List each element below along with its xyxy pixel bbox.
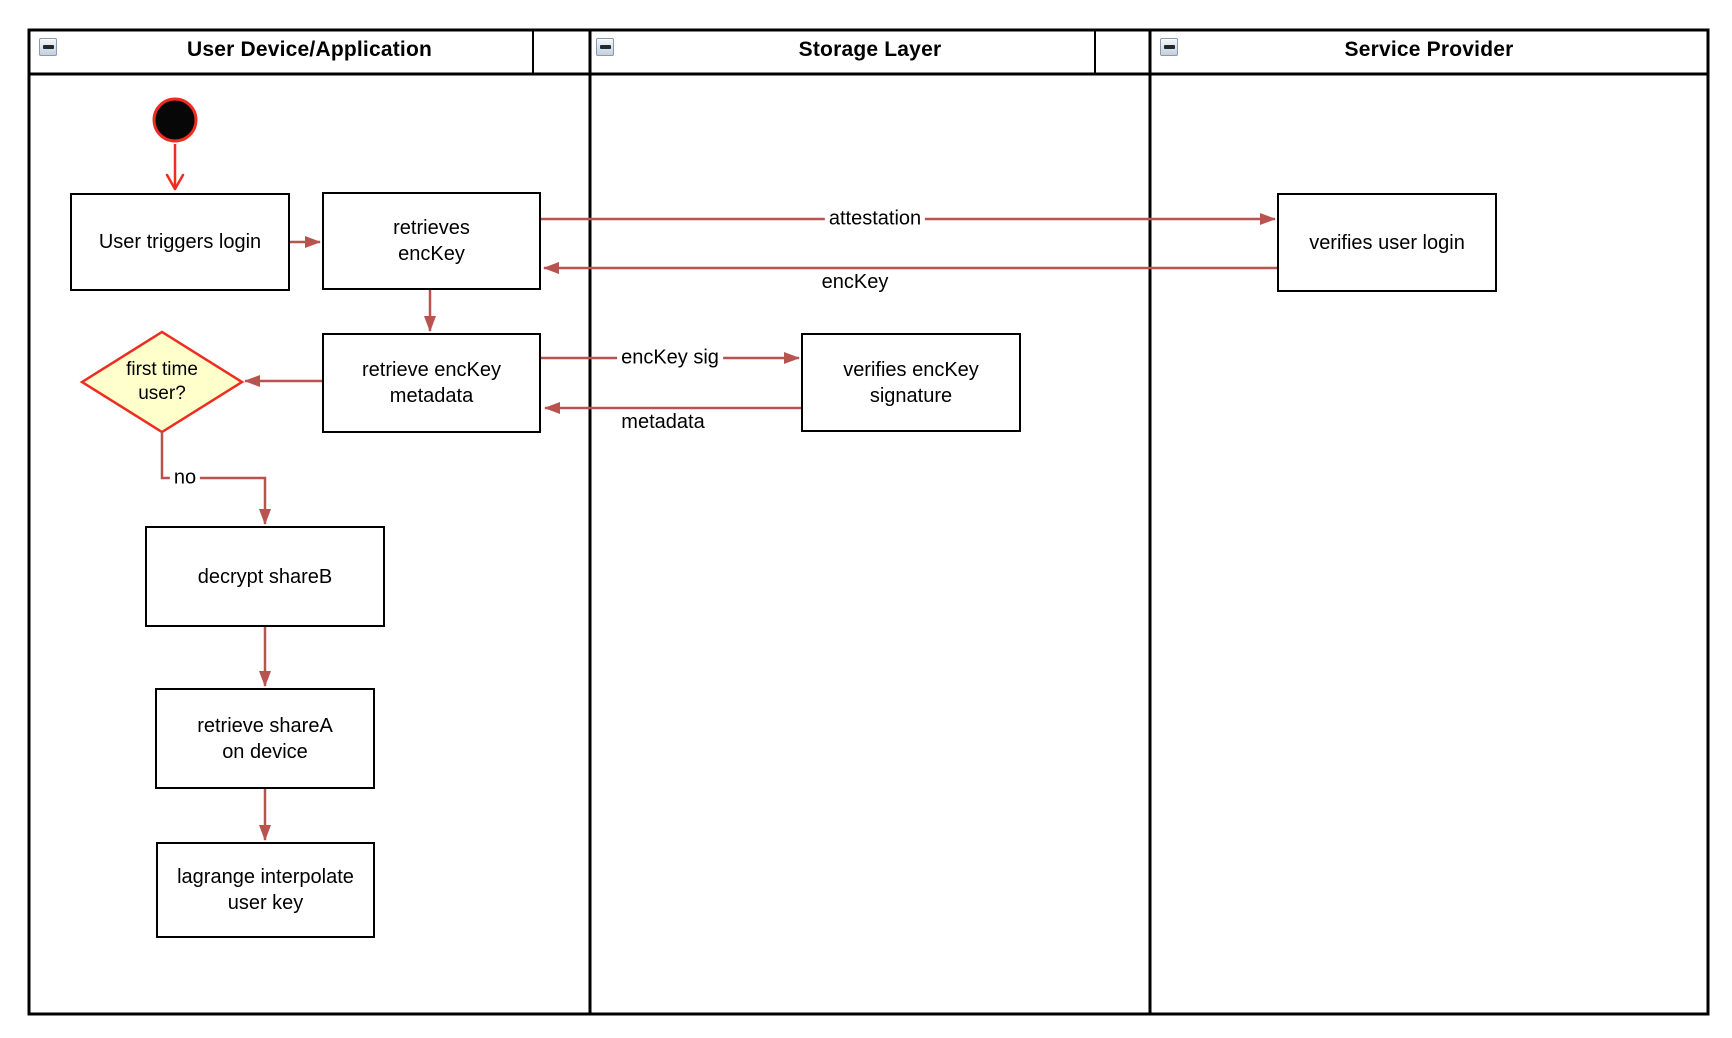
edge-label-enckey-sig: encKey sig [617,346,723,370]
edge-label-attestation: attestation [824,207,926,231]
node-label: User triggers login [98,231,262,253]
minus-icon [599,45,611,49]
edge-label-enckey: encKey [817,271,893,294]
minus-icon [42,45,54,49]
collapse-button-lane-1[interactable] [39,38,57,56]
node-label: on device [222,740,308,763]
edge-decision-no-branch [160,432,271,525]
initial-state-node[interactable] [152,97,198,143]
node-label: decrypt shareB [197,565,333,588]
node-label: verifies encKey [843,358,979,381]
lane-title-storage-layer: Storage Layer [798,38,942,61]
node-decrypt-shareb[interactable]: decrypt shareB [145,526,385,627]
decision-first-time-user[interactable] [79,330,245,434]
node-label: lagrange interpolate [177,866,354,888]
node-retrieves-enckey[interactable]: retrieves encKey [322,192,541,290]
node-label: retrieve shareA [197,714,333,737]
node-verifies-enckey-signature[interactable]: verifies encKey signature [801,333,1021,432]
node-label: user? [138,383,186,404]
node-label: metadata [389,385,474,407]
minus-icon [1163,45,1175,49]
node-user-triggers-login[interactable]: User triggers login [70,193,290,291]
node-retrieve-sharea[interactable]: retrieve shareA on device [155,688,375,789]
node-label: signature [869,384,953,407]
node-label: first time [126,359,198,380]
node-label: user key [227,892,304,914]
node-label: verifies user login [1309,231,1465,254]
node-label: retrieves [393,217,470,239]
lane-title-user-device: User Device/Application [186,38,432,61]
node-lagrange-interpolate[interactable]: lagrange interpolate user key [156,842,375,938]
node-verifies-user-login[interactable]: verifies user login [1277,193,1497,292]
collapse-button-lane-3[interactable] [1160,38,1178,56]
edge-label-no: no [169,466,201,490]
node-retrieve-enckey-metadata[interactable]: retrieve encKey metadata [322,333,541,433]
edge-label-metadata: metadata [617,411,709,434]
edge-start-arrowhead-icon [165,173,185,191]
node-label: retrieve encKey [362,359,501,381]
collapse-button-lane-2[interactable] [596,38,614,56]
decision-label-first-time-user: first time user? [82,332,242,432]
node-label: encKey [398,243,465,265]
lane-title-service-provider: Service Provider [1344,38,1514,61]
pool-border [27,28,1710,1016]
